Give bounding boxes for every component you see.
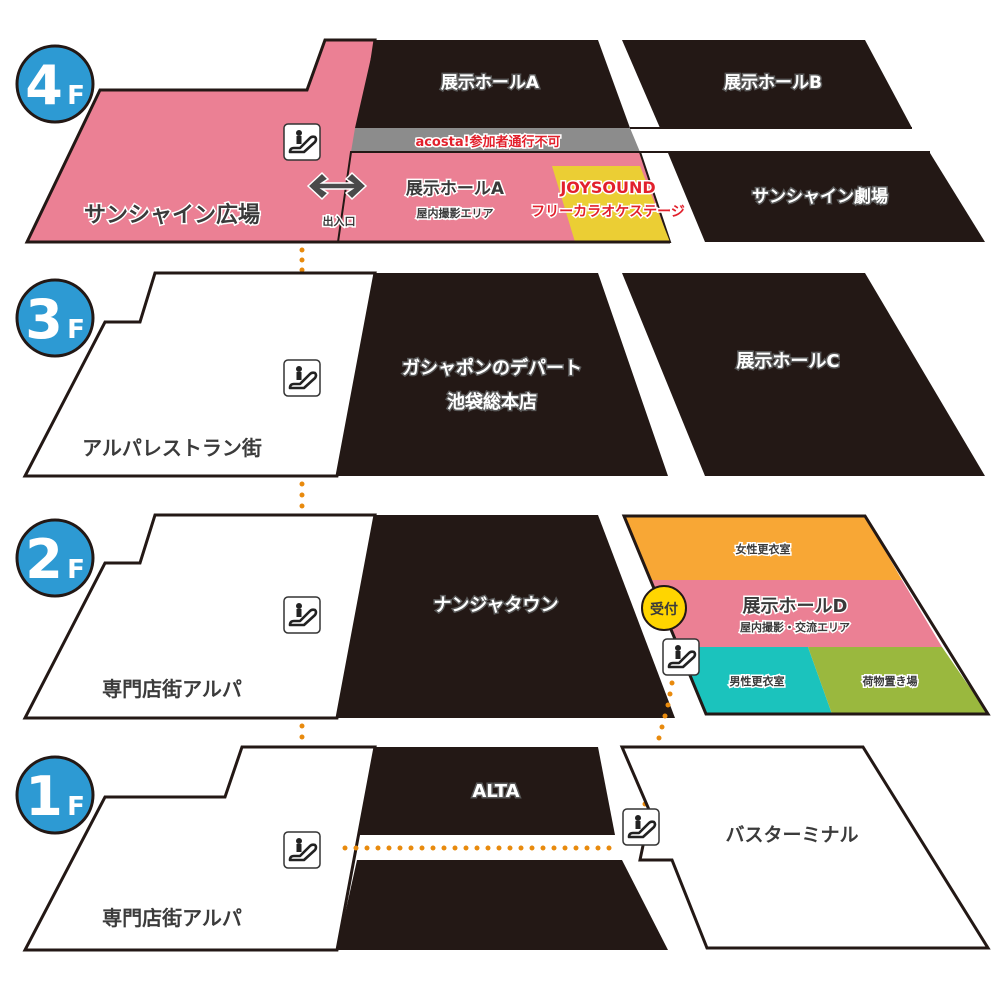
mens-dressing-room[interactable] [678,647,832,714]
hall-c[interactable] [622,273,985,476]
baggage-label: 荷物置き場 [862,674,918,688]
namja-label: ナンジャタウン [433,595,558,616]
escalator-icon[interactable] [282,358,322,398]
hall-a-top-label: 展示ホールA [441,73,540,93]
sunshine-theater[interactable] [668,153,985,242]
joysound-logo: JOYSOUND [559,178,655,197]
svg-text:受付: 受付 [650,601,678,618]
floor-4f: サンシャイン広場 展示ホールA 展示ホールB acosta!参加者通行不可 展示… [15,38,985,244]
bus-terminal-label: バスターミナル [725,824,858,846]
bus-terminal[interactable] [619,745,991,950]
svg-text:1: 1 [25,765,63,828]
gashapon-area[interactable] [337,273,668,476]
svg-text:F: F [67,315,85,345]
floor-badge-1f[interactable]: 1 F [15,755,95,835]
floor-badge-4f[interactable]: 4 F [15,44,95,124]
floor-1f: 専門店街アルパ ALTA バスターミナル 1 F [15,745,991,952]
escalator-icon[interactable] [282,830,322,870]
baggage-area[interactable] [808,647,988,714]
restaurant-label: アルパレストラン街 [82,436,262,460]
floor-2f: 専門店街アルパ ナンジャタウン 女性更衣室 展示ホールD 屋内撮影・交流エリア … [15,513,991,720]
escalator-icon[interactable] [282,122,322,162]
alta-lower[interactable] [337,860,668,950]
hall-d-label: 展示ホールD [743,596,848,617]
escalator-icon[interactable] [621,807,661,847]
hall-d-block [621,514,991,716]
hall-a-lower-label: 展示ホールA [406,179,505,199]
hall-a-upper[interactable] [355,40,630,128]
theater-label: サンシャイン劇場 [752,186,888,207]
alta-upper[interactable] [358,747,615,835]
svg-text:F: F [67,555,85,585]
plaza-label: サンシャイン広場 [84,202,260,228]
escalator-icon[interactable] [661,637,701,677]
double-arrow-icon [306,171,368,201]
hall-b[interactable] [622,40,912,128]
svg-text:2: 2 [25,528,63,591]
shops-label-1f: 専門店街アルパ [102,906,242,930]
svg-text:F: F [67,792,85,822]
floor-3f: アルパレストラン街 ガシャポンのデパート 池袋総本店 展示ホールC 3 F [15,271,985,478]
route-path [342,845,612,851]
womens-room-label: 女性更衣室 [736,542,791,556]
namja-town[interactable] [337,515,675,718]
hall-c-label: 展示ホールC [736,351,839,372]
joysound-stage-area[interactable] [552,166,670,242]
gashapon-label-2: 池袋総本店 [447,391,537,413]
no-entry-strip [351,128,640,152]
floor-badge-2f[interactable]: 2 F [15,518,95,598]
escalator-icon[interactable] [282,595,322,635]
reception-badge[interactable]: 受付 [641,585,687,631]
svg-text:3: 3 [25,288,63,351]
svg-text:F: F [67,81,85,111]
shops-label-2f: 専門店街アルパ [102,677,242,701]
alta-label: ALTA [472,781,519,802]
gashapon-label-1: ガシャポンのデパート [402,357,582,379]
notice-label: acosta!参加者通行不可 [415,134,560,150]
hall-d-sub-label: 屋内撮影・交流エリア [740,620,850,634]
hall-b-label: 展示ホールB [724,73,822,93]
hall-a-sub-label: 屋内撮影エリア [417,206,494,220]
mens-room-label: 男性更衣室 [730,674,785,688]
floor-badge-3f[interactable]: 3 F [15,278,95,358]
womens-dressing-room[interactable] [624,516,902,580]
joysound-stage-label: フリーカラオケステージ [531,204,685,220]
svg-text:4: 4 [25,54,63,117]
hall-d[interactable] [652,580,942,647]
entrance-label: 出入口 [323,214,356,228]
